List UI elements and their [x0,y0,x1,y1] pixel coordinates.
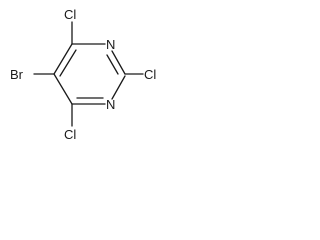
bond-c2-n3 [111,50,126,75]
atom-label-cl-right: Cl [144,67,156,82]
structure-canvas: Cl N Cl N Cl Br [0,0,185,155]
atom-label-cl-top: Cl [64,7,76,22]
atom-label-n-upper: N [106,37,115,52]
atom-label-cl-bottom: Cl [64,127,76,142]
atom-label-br-left: Br [10,67,24,82]
bond-c5-c6 [53,73,73,105]
atom-label-n-lower: N [106,97,115,112]
bond-c4-c5 [53,43,73,75]
bond-n1-c2 [111,75,126,100]
pyrimidine-structure-diagram: Cl N Cl N Cl Br [10,7,156,142]
bond-c2-n3-inner [106,54,119,75]
bond-c4-c5-inner [59,49,77,77]
